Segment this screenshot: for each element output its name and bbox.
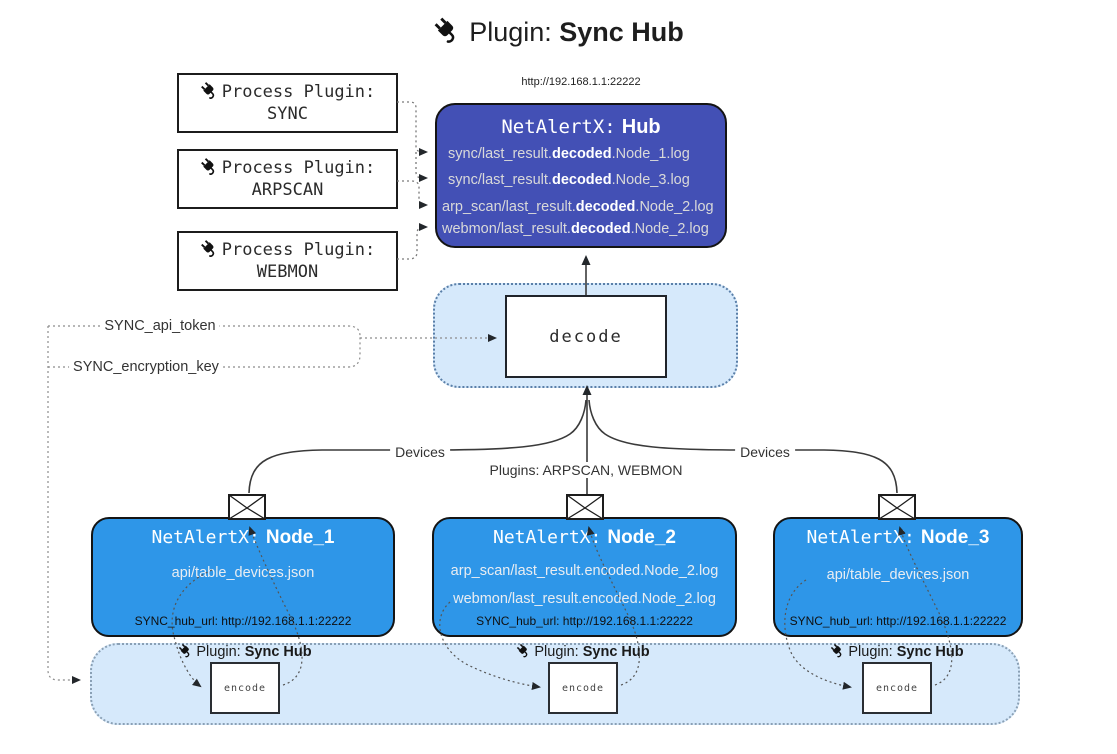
process-plugin-label: Process Plugin: xyxy=(221,82,376,102)
process-plugin-name: WEBMON xyxy=(256,262,319,282)
wire-sync-to-log1 xyxy=(397,101,428,156)
node3-footer: SYNC_hub_url: http://192.168.1.1:22222 xyxy=(789,614,1007,628)
wire-sync-to-log2 xyxy=(415,152,428,182)
hub-name: Hub xyxy=(621,116,661,138)
encode3-box: encode xyxy=(862,662,932,714)
encode2-box: encode xyxy=(548,662,618,714)
hub-title: NetAlertX:Hub xyxy=(437,116,725,139)
plug-icon xyxy=(198,156,219,176)
plug-icon xyxy=(198,238,219,258)
plug-icon xyxy=(198,80,219,100)
node1-footer: SYNC_hub_url: http://192.168.1.1:22222 xyxy=(134,614,352,628)
node2-file: webmon/last_result.encoded.Node_2.log xyxy=(453,591,716,607)
node3-file: api/table_devices.json xyxy=(826,567,970,583)
hub-log-line: webmon/last_result.decoded.Node_2.log xyxy=(442,221,709,237)
hub-log-line: sync/last_result.decoded.Node_1.log xyxy=(448,146,690,162)
hub-url: http://192.168.1.1:22222 xyxy=(521,76,641,88)
process-plugin-box-webmon: Process Plugin: WEBMON xyxy=(177,231,398,291)
node2-footer: SYNC_hub_url: http://192.168.1.1:22222 xyxy=(476,614,693,628)
wire-key-to-encoders xyxy=(47,326,81,684)
process-plugin-box-sync: Process Plugin: SYNC xyxy=(177,73,398,133)
plug-icon xyxy=(431,15,461,45)
process-plugin-label: Process Plugin: xyxy=(221,158,376,178)
encode1-box: encode xyxy=(210,662,280,714)
process-plugin-label: Process Plugin: xyxy=(221,240,376,260)
diagram-title: Plugin: Sync Hub xyxy=(0,15,1117,48)
title-name: Sync Hub xyxy=(559,17,684,47)
node2-file: arp_scan/last_result.encoded.Node_2.log xyxy=(450,563,719,579)
hub-box: NetAlertX:Hub sync/last_result.decoded.N… xyxy=(435,103,727,248)
encoder2-label: Plugin: Sync Hub xyxy=(473,642,693,660)
edge-label-devices-right: Devices xyxy=(735,444,795,460)
plug-icon xyxy=(515,642,532,659)
plugin-to-hub-wires xyxy=(397,101,428,260)
envelope-icon xyxy=(878,494,916,520)
node3-title: NetAlertX:Node_3 xyxy=(806,527,990,548)
sync-encryption-key-label: SYNC_encryption_key xyxy=(69,359,223,375)
node2-box: NetAlertX:Node_2 arp_scan/last_result.en… xyxy=(432,517,737,637)
node1-file: api/table_devices.json xyxy=(171,565,315,581)
edge-label-plugins: Plugins: ARPSCAN, WEBMON xyxy=(484,462,688,478)
hub-name-prefix: NetAlertX: xyxy=(501,116,616,138)
plug-icon xyxy=(177,642,194,659)
node2-title: NetAlertX:Node_2 xyxy=(492,527,676,548)
plug-icon xyxy=(829,642,846,659)
wire-webmon-to-log4 xyxy=(397,223,428,260)
encoder1-label: Plugin: Sync Hub xyxy=(135,642,355,660)
node1-title: NetAlertX:Node_1 xyxy=(151,527,335,548)
edge-label-devices-left: Devices xyxy=(390,444,450,460)
envelope-icon xyxy=(566,494,604,520)
process-plugin-box-arpscan: Process Plugin: ARPSCAN xyxy=(177,149,398,209)
node1-box: NetAlertX:Node_1 api/table_devices.json … xyxy=(91,517,395,637)
process-plugin-name: SYNC xyxy=(267,104,308,124)
hub-log-line: sync/last_result.decoded.Node_3.log xyxy=(448,172,690,188)
sync-api-token-label: SYNC_api_token xyxy=(100,318,220,334)
process-plugin-name: ARPSCAN xyxy=(251,180,324,200)
node3-box: NetAlertX:Node_3 api/table_devices.json … xyxy=(773,517,1023,637)
envelope-icon xyxy=(228,494,266,520)
decode-box: decode xyxy=(505,295,667,378)
hub-log-line: arp_scan/last_result.decoded.Node_2.log xyxy=(442,199,714,215)
encoder3-label: Plugin: Sync Hub xyxy=(787,642,1007,660)
wire-arpscan-to-log3 xyxy=(397,180,428,209)
title-label: Plugin: xyxy=(469,17,552,47)
